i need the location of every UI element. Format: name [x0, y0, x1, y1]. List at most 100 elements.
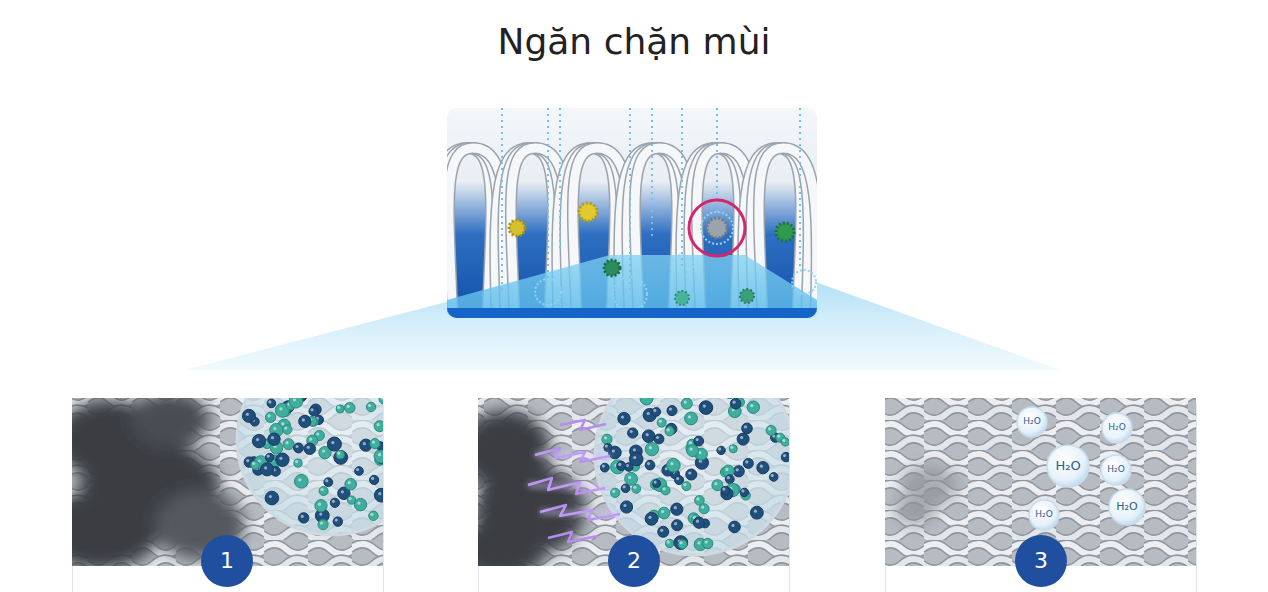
molecule-shine	[279, 457, 282, 460]
molecule	[685, 412, 698, 425]
molecule-shine	[768, 427, 771, 430]
molecule-shine	[689, 441, 692, 444]
molecule	[620, 501, 632, 513]
molecule	[658, 526, 669, 537]
molecule	[327, 437, 341, 451]
molecule-shine	[310, 408, 313, 411]
molecule-shine	[661, 510, 664, 513]
molecule-shine	[722, 488, 725, 491]
molecule-shine	[750, 404, 753, 407]
molecule-shine	[372, 441, 375, 444]
molecule-shine	[653, 409, 656, 412]
molecule-shine	[647, 412, 650, 415]
molecule-shine	[633, 486, 636, 489]
molecule-shine	[783, 454, 786, 457]
molecule-shine	[718, 447, 721, 450]
molecule-shine	[357, 502, 360, 505]
molecule-shine	[347, 405, 350, 408]
magnify-fan	[185, 262, 1060, 370]
molecule-shine	[341, 490, 344, 493]
molecule-shine	[741, 489, 744, 492]
molecule	[658, 507, 670, 519]
molecule	[725, 475, 734, 484]
molecule	[265, 412, 275, 422]
molecule	[740, 488, 748, 496]
molecule-label: H₂O	[1108, 423, 1125, 433]
molecule-shine	[337, 406, 340, 409]
molecule	[265, 491, 279, 505]
molecule-shine	[337, 452, 340, 455]
molecule-shine	[760, 465, 763, 468]
molecule	[666, 539, 674, 547]
molecule	[355, 467, 364, 476]
molecule	[294, 443, 304, 453]
molecule-shine	[660, 529, 663, 532]
molecule-shine	[633, 456, 636, 459]
molecule-shine	[623, 504, 626, 507]
molecule-shine	[730, 446, 733, 449]
molecule-shine	[273, 427, 276, 430]
molecule	[625, 473, 638, 486]
molecule	[645, 460, 655, 470]
molecule-shine	[696, 497, 699, 500]
molecule-shine	[293, 398, 296, 401]
molecule	[678, 540, 687, 549]
molecule	[654, 434, 664, 444]
molecule-shine	[674, 522, 677, 525]
molecule-shine	[736, 468, 739, 471]
water-bubbles	[1017, 407, 1145, 530]
molecule-shine	[630, 430, 633, 433]
molecule	[283, 439, 294, 450]
molecule	[686, 469, 697, 480]
molecule	[672, 520, 683, 531]
molecule-shine	[302, 418, 305, 421]
molecule	[682, 482, 691, 491]
molecule-shine	[321, 488, 324, 491]
molecule-shine	[268, 400, 271, 403]
molecule	[652, 408, 661, 417]
molecule	[268, 433, 280, 445]
water-line	[716, 108, 718, 212]
molecule	[334, 451, 348, 465]
molecule-shine	[648, 516, 651, 519]
molecule-shine	[754, 510, 757, 513]
molecule-label: H₂O	[1107, 465, 1124, 475]
molecule	[632, 484, 641, 493]
molecule	[374, 449, 383, 463]
molecule-shine	[320, 522, 323, 525]
molecule	[653, 480, 661, 488]
molecule	[687, 445, 699, 457]
molecule-shine	[319, 513, 322, 516]
molecule	[628, 428, 638, 438]
molecule-shine	[325, 479, 328, 482]
molecule	[645, 512, 658, 525]
molecule-shine	[377, 423, 380, 426]
water-line	[681, 108, 683, 266]
molecule	[265, 453, 274, 462]
molecule	[721, 486, 730, 495]
molecule	[283, 425, 292, 434]
molecule-shine	[740, 436, 743, 439]
molecule	[699, 401, 713, 415]
molecule-shine	[602, 465, 605, 468]
molecule-shine	[612, 490, 615, 493]
molecule-shine	[628, 476, 631, 479]
molecule	[645, 443, 658, 456]
molecule-shine	[604, 436, 607, 439]
molecule-shine	[701, 506, 704, 509]
molecule-shine	[745, 460, 748, 463]
molecule-shine	[670, 462, 673, 465]
molecule-shine	[318, 503, 321, 506]
molecule-shine	[331, 441, 334, 444]
molecule-shine	[727, 476, 730, 479]
molecule	[757, 462, 769, 474]
molecule-shine	[267, 455, 270, 458]
callout-number: 2	[627, 549, 641, 573]
molecule-shine	[663, 487, 666, 490]
molecule	[729, 445, 737, 453]
molecule	[369, 511, 378, 520]
molecule	[766, 425, 776, 435]
molecule-shine	[618, 463, 621, 466]
molecule	[657, 418, 666, 427]
molecule-shine	[348, 497, 351, 500]
